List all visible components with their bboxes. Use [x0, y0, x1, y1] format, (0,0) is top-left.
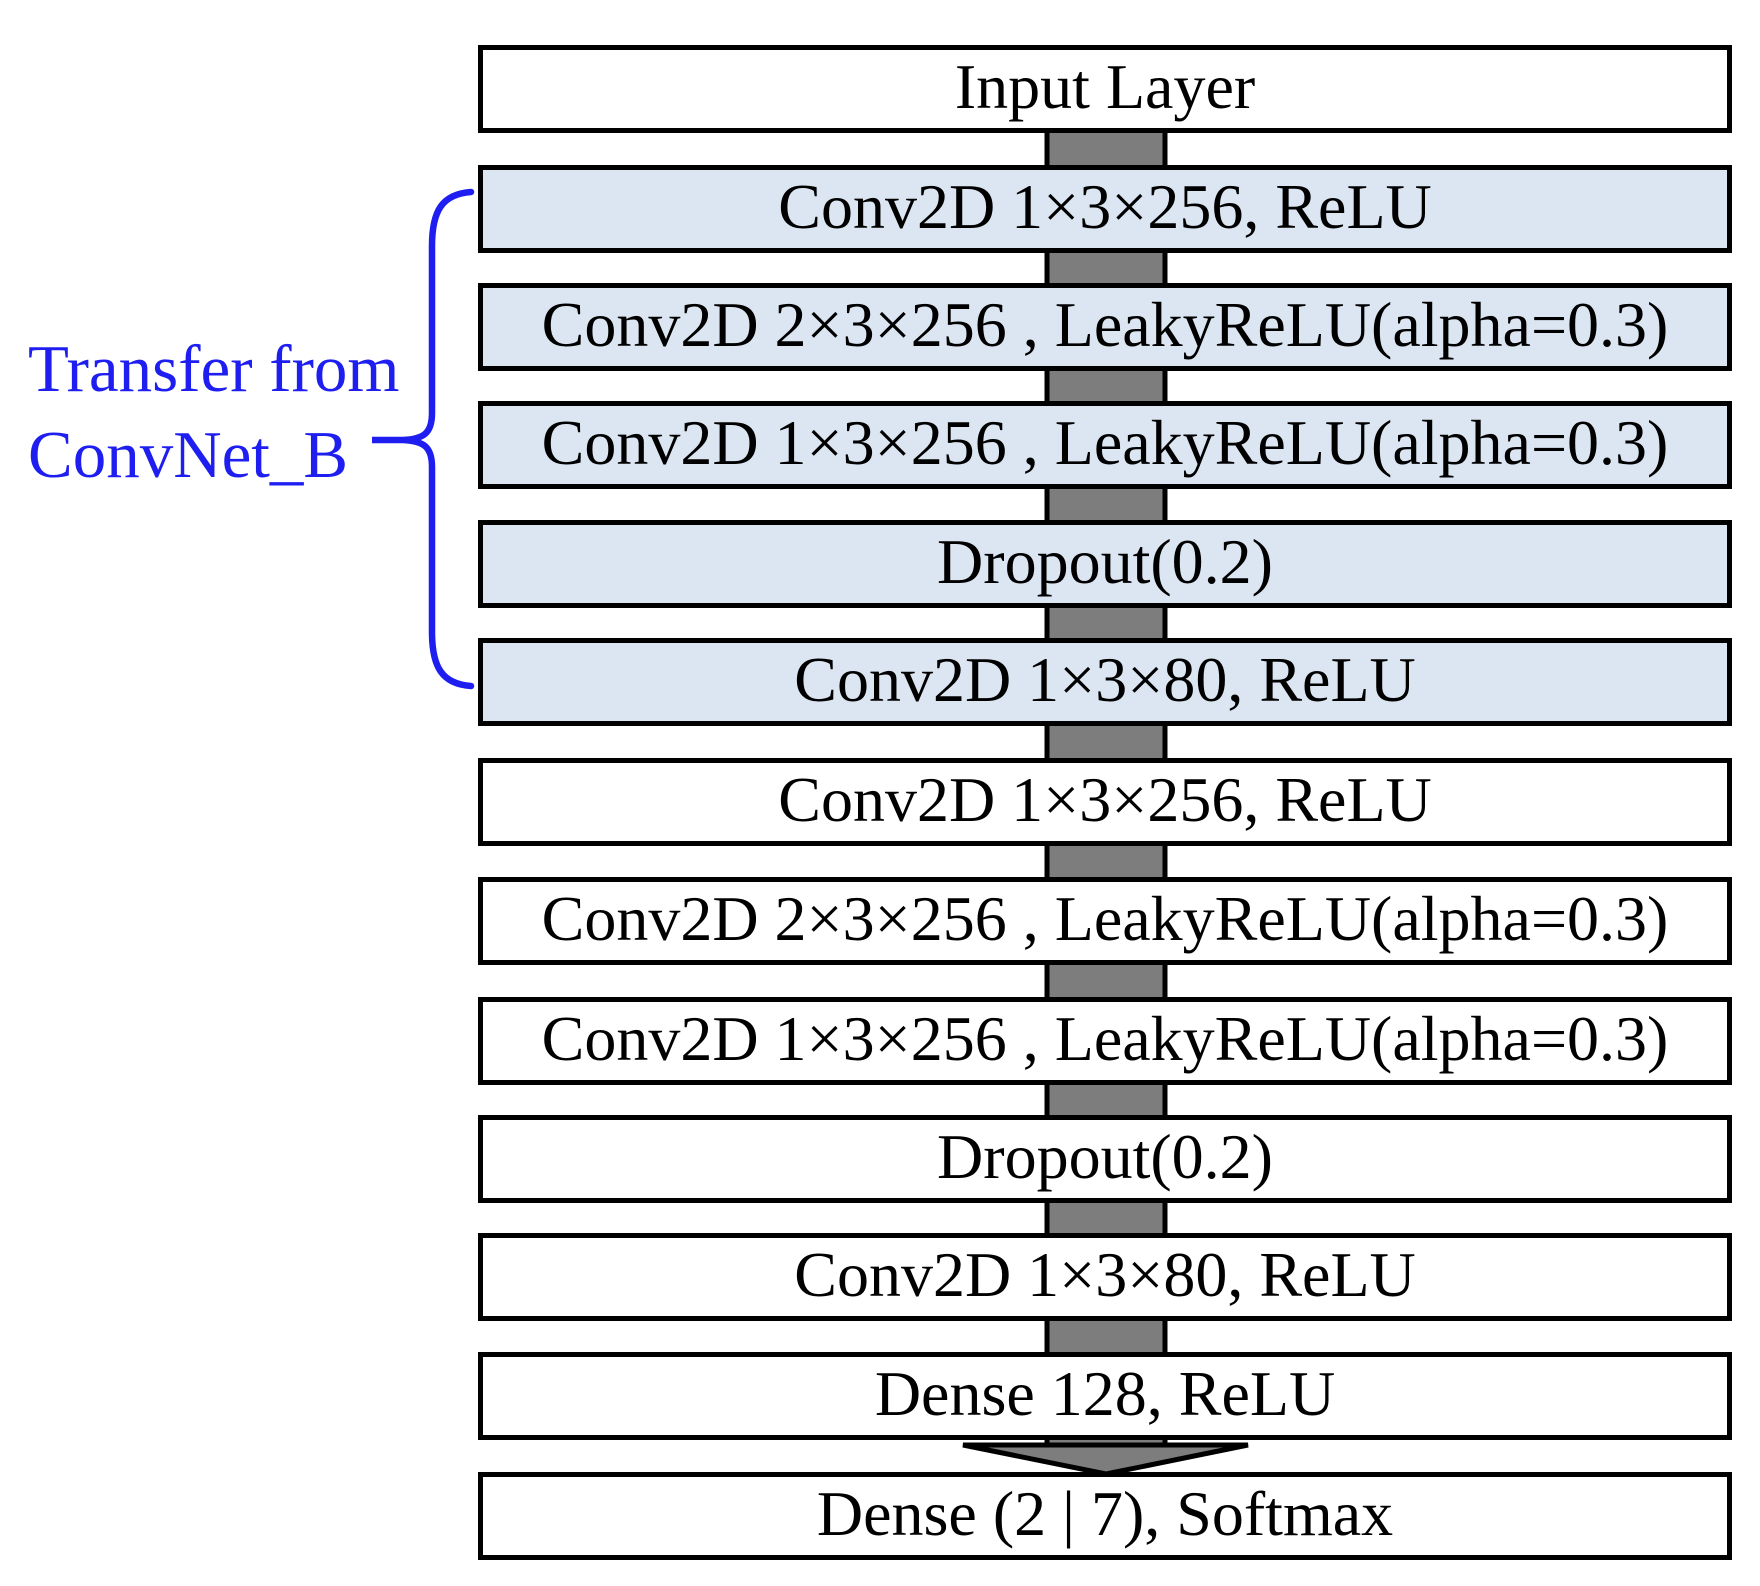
- layer-box-conv4: Conv2D 1×3×80, ReLU: [478, 638, 1732, 726]
- layer-box-dense1: Dense 128, ReLU: [478, 1352, 1732, 1440]
- layer-label: Conv2D 1×3×80, ReLU: [794, 1239, 1416, 1310]
- layer-box-conv8: Conv2D 1×3×80, ReLU: [478, 1233, 1732, 1321]
- layer-label: Conv2D 1×3×256, ReLU: [778, 171, 1432, 242]
- layer-box-conv2: Conv2D 2×3×256 , LeakyReLU(alpha=0.3): [478, 283, 1732, 371]
- transfer-label-line1: Transfer from: [28, 332, 400, 406]
- layer-label: Dropout(0.2): [937, 526, 1273, 597]
- layer-box-conv3: Conv2D 1×3×256 , LeakyReLU(alpha=0.3): [478, 401, 1732, 489]
- layer-label: Conv2D 2×3×256 , LeakyReLU(alpha=0.3): [541, 289, 1669, 360]
- layer-box-conv5: Conv2D 1×3×256, ReLU: [478, 758, 1732, 846]
- layer-label: Dense (2 | 7), Softmax: [816, 1478, 1394, 1549]
- layer-label: Input Layer: [954, 51, 1256, 122]
- layer-label: Dropout(0.2): [937, 1121, 1273, 1192]
- layer-label: Conv2D 2×3×256 , LeakyReLU(alpha=0.3): [541, 883, 1669, 954]
- layer-box-conv6: Conv2D 2×3×256 , LeakyReLU(alpha=0.3): [478, 877, 1732, 965]
- layer-box-input: Input Layer: [478, 45, 1732, 133]
- layer-box-conv7: Conv2D 1×3×256 , LeakyReLU(alpha=0.3): [478, 997, 1732, 1085]
- layer-label: Conv2D 1×3×256, ReLU: [778, 764, 1432, 835]
- layer-box-dropout2: Dropout(0.2): [478, 1115, 1732, 1203]
- layer-label: Conv2D 1×3×256 , LeakyReLU(alpha=0.3): [541, 407, 1669, 478]
- layer-box-dropout1: Dropout(0.2): [478, 520, 1732, 608]
- transfer-label: Transfer from ConvNet_B: [28, 326, 400, 498]
- layer-box-dense-out: Dense (2 | 7), Softmax: [478, 1472, 1732, 1560]
- layer-label: Dense 128, ReLU: [874, 1358, 1336, 1429]
- transfer-label-line2: ConvNet_B: [28, 418, 349, 492]
- arrow-head: [962, 1442, 1249, 1477]
- layer-box-conv1: Conv2D 1×3×256, ReLU: [478, 165, 1732, 253]
- layer-label: Conv2D 1×3×256 , LeakyReLU(alpha=0.3): [541, 1003, 1669, 1074]
- layer-label: Conv2D 1×3×80, ReLU: [794, 644, 1416, 715]
